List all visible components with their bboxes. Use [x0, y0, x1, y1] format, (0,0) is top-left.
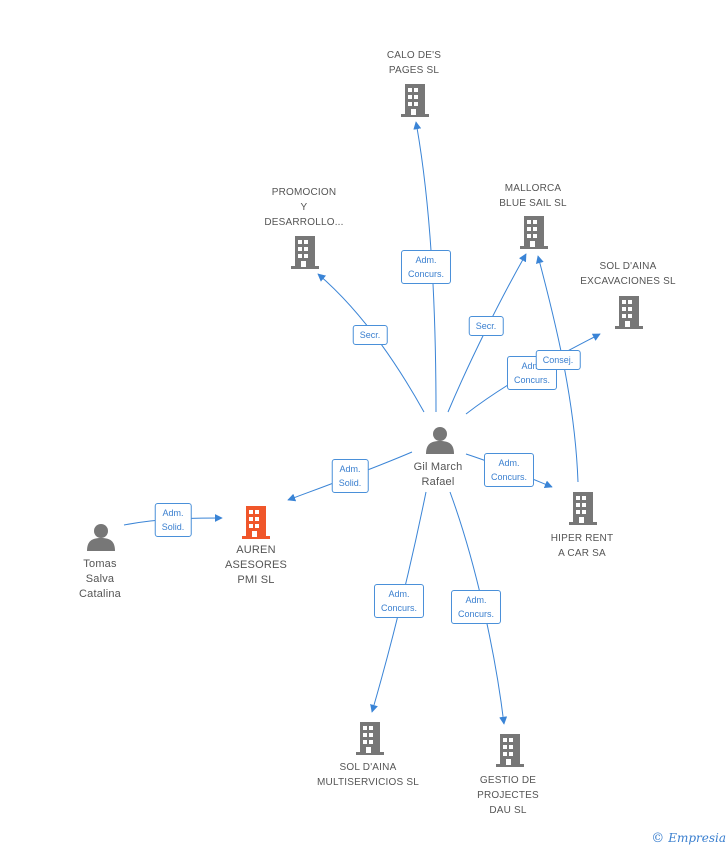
person-icon [87, 524, 115, 551]
node-label-mallorca[interactable]: MALLORCA BLUE SAIL SL [499, 183, 567, 209]
edge-label-promocion[interactable]: Secr. [352, 325, 388, 345]
node-label-gestio[interactable]: GESTIO DE PROJECTES DAU SL [477, 775, 539, 816]
edge-label-gestio[interactable]: Adm. Concurs. [450, 590, 502, 624]
node-label-auren[interactable]: AUREN ASESORES PMI SL [224, 544, 288, 586]
node-label-promocion[interactable]: PROMOCION Y DESARROLLO... [264, 187, 344, 228]
node-label-tomas[interactable]: Tomas Salva Catalina [79, 558, 121, 600]
building-icon [569, 492, 597, 525]
building-icon [291, 236, 319, 269]
edge-label-auren[interactable]: Adm. Solid. [331, 459, 369, 493]
edge-label-mallorca-secr[interactable]: Secr. [468, 316, 504, 336]
edge-label-hiper-adm[interactable]: Adm. Concurs. [483, 453, 535, 487]
edge-label-sol-excavaciones[interactable]: Adm. Concurs. [506, 356, 558, 390]
node-label-gil[interactable]: Gil March Rafael [413, 461, 463, 488]
edge-label-hiper-consej[interactable]: Consej. [535, 350, 581, 370]
person-icon [426, 427, 454, 454]
edge-label-sol-multiservicios[interactable]: Adm. Concurs. [373, 584, 425, 618]
brand-logo: ©Empresia [651, 831, 726, 846]
brand-name: Empresia [668, 831, 726, 845]
building-icon [496, 734, 524, 767]
node-label-hiper[interactable]: HIPER RENT A CAR SA [550, 533, 614, 559]
building-icon [520, 216, 548, 249]
building-icon [615, 296, 643, 329]
node-label-sol-multiservicios[interactable]: SOL D'AINA MULTISERVICIOS SL [317, 762, 419, 788]
copyright-icon: © [651, 831, 665, 846]
node-label-calo[interactable]: CALO DE'S PAGES SL [386, 50, 442, 76]
building-icon [356, 722, 384, 755]
building-icon [401, 84, 429, 117]
focus-building-icon [242, 506, 270, 539]
edge-label-tomas[interactable]: Adm. Solid. [154, 503, 192, 537]
edge-label-calo[interactable]: Adm. Concurs. [400, 250, 452, 284]
node-label-sol-excavaciones[interactable]: SOL D'AINA EXCAVACIONES SL [580, 261, 676, 287]
